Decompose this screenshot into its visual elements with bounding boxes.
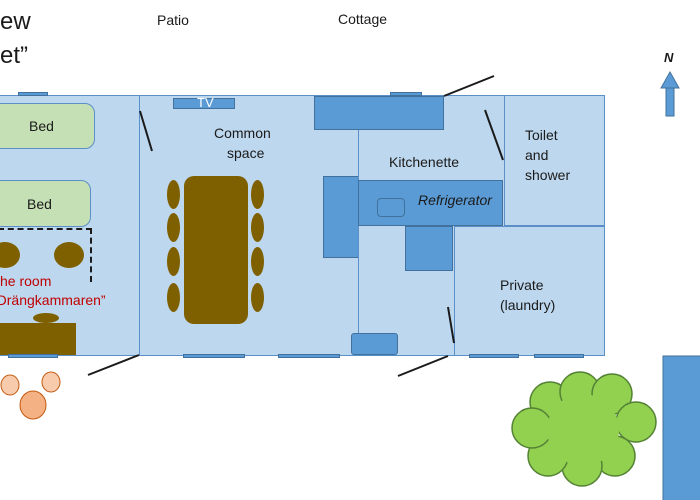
stool (33, 313, 59, 323)
cabinet (405, 226, 453, 271)
window (390, 92, 422, 96)
north-label: N (664, 50, 674, 65)
chair (251, 213, 264, 242)
flower (0, 374, 20, 396)
window (534, 354, 584, 358)
dining-table (184, 176, 248, 324)
sink (377, 198, 405, 217)
door-entrance-left (87, 354, 140, 376)
kitchenette-label: Kitchenette (389, 154, 460, 170)
flower (19, 390, 47, 420)
tree (511, 371, 657, 487)
chair (251, 247, 264, 276)
refrigerator-label: Refrigerator (418, 192, 492, 208)
patio-label: Patio (157, 12, 189, 28)
title-line-2: et” (0, 42, 29, 69)
flowers (0, 371, 61, 420)
north-arrow-icon (660, 70, 680, 117)
chair (251, 180, 264, 209)
door-bathroom (484, 109, 504, 161)
room-private-laundry (454, 226, 605, 356)
counter-top (314, 96, 444, 130)
window (18, 92, 48, 96)
room-toilet-shower (504, 95, 605, 226)
door-entrance-right (397, 355, 449, 377)
common-space-label-line-2: space (227, 145, 265, 161)
title-line-1: ew (0, 8, 31, 35)
tv-label: TV (197, 95, 214, 110)
cottage-label: Cottage (338, 11, 388, 27)
door-laundry (447, 306, 455, 344)
chair (167, 247, 180, 276)
chair (54, 242, 84, 268)
toilet-label-line-1: Toilet (525, 127, 558, 143)
toilet-label-line-3: shower (525, 167, 571, 183)
private-label-line-2: (laundry) (500, 297, 556, 313)
common-space-label-line-1: Common (214, 125, 271, 141)
chair (251, 283, 264, 312)
window (183, 354, 245, 358)
desk (0, 323, 76, 355)
door-common-top (139, 110, 153, 152)
chair (0, 242, 20, 268)
private-label-line-1: Private (500, 277, 544, 293)
chair (167, 283, 180, 312)
bed-top: Bed (0, 103, 95, 149)
flower (41, 371, 61, 393)
chair (167, 180, 180, 209)
bed-bottom: Bed (0, 180, 91, 227)
tv (173, 98, 235, 109)
kitchen-counter (358, 180, 503, 226)
toilet-label-line-2: and (525, 147, 549, 163)
bench (351, 333, 398, 355)
window (8, 354, 58, 358)
window (469, 354, 519, 358)
door-cottage (443, 75, 495, 97)
neighbor-building (662, 355, 700, 500)
window (278, 354, 340, 358)
room-name-line-2: ”Drängkammaren” (0, 292, 106, 308)
sofa (323, 176, 359, 258)
dashed-boundary (0, 228, 92, 282)
room-name-line-1: he room (0, 273, 52, 289)
chair (167, 213, 180, 242)
